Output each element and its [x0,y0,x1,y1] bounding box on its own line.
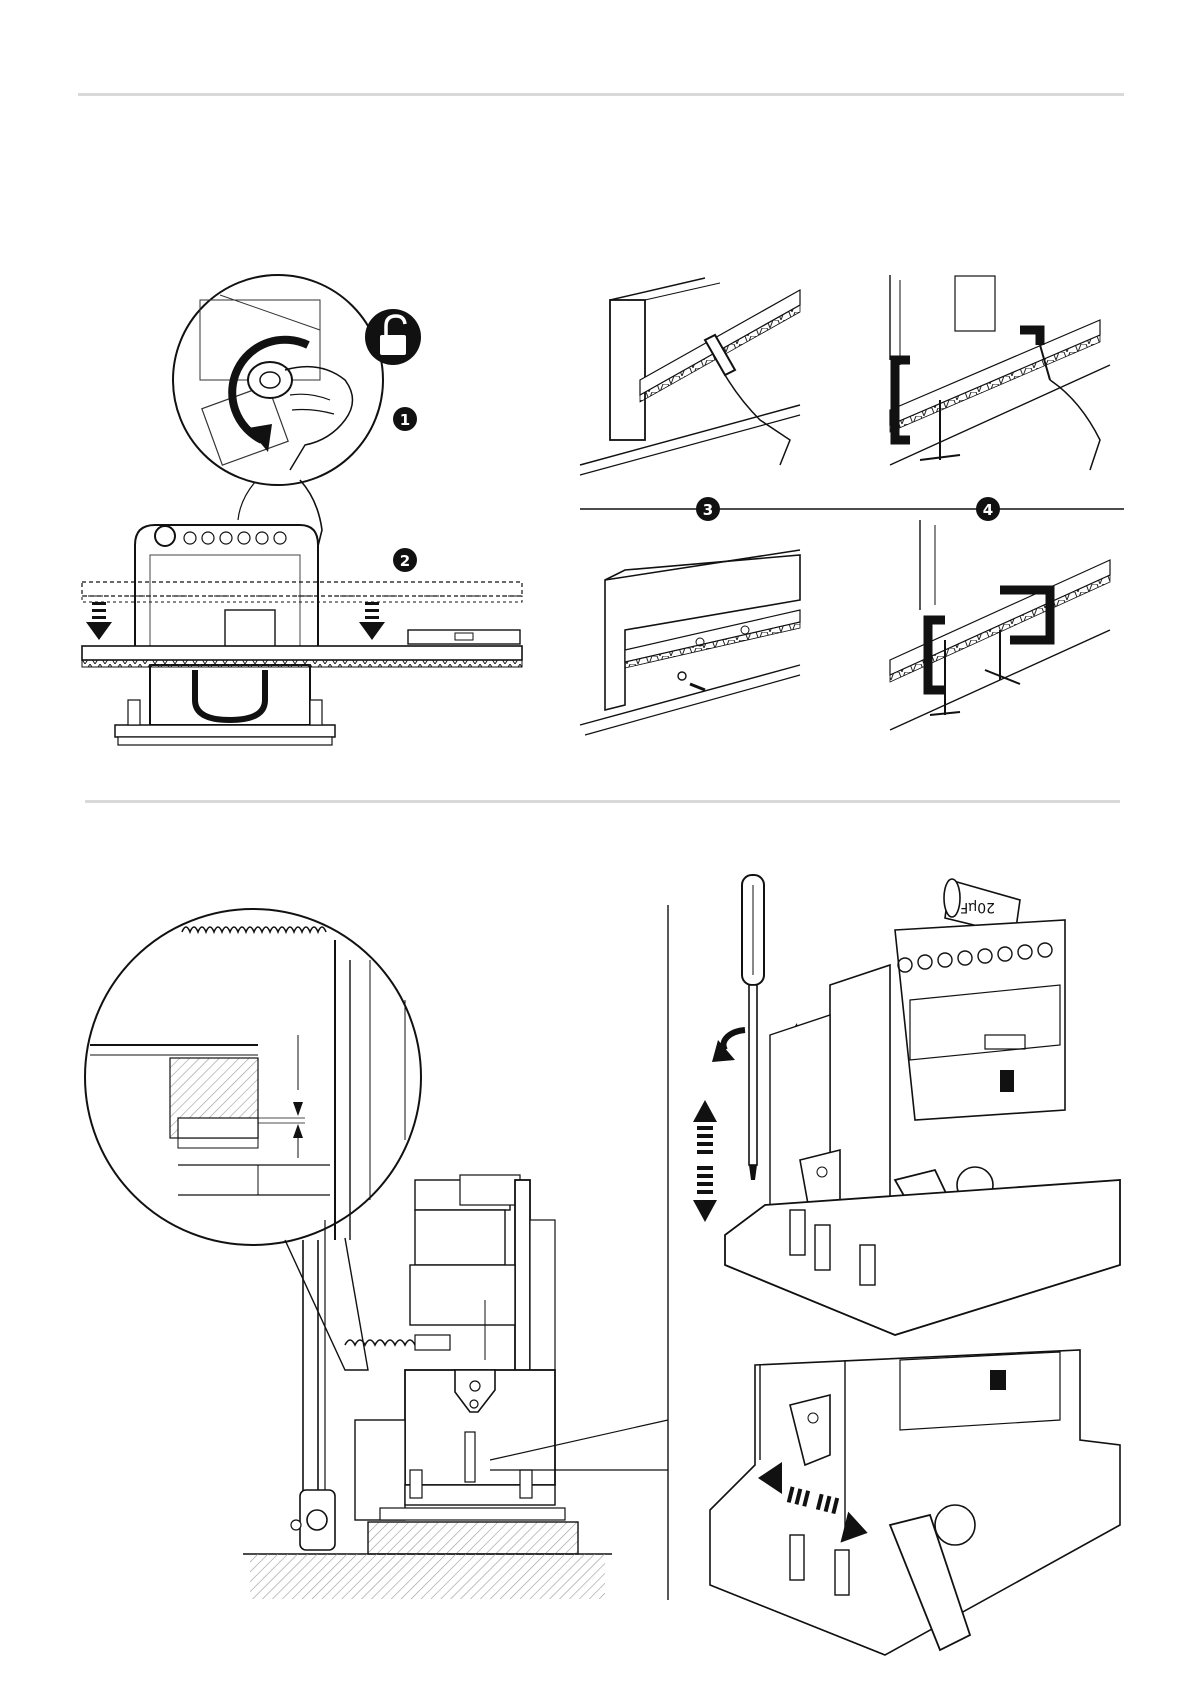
step-badge-2: 2 [393,548,417,572]
gate-post-side [291,1220,335,1550]
foundation-ground [243,1522,612,1599]
unlock-padlock-icon [365,309,421,365]
step-badge-4: 4 [976,497,1000,521]
detail-magnifier-release [173,275,383,546]
motor-side-view [345,1175,565,1520]
svg-text:1: 1 [400,411,410,429]
vertical-double-arrow-icon [693,1100,717,1222]
panel-rack-clearance [85,905,668,1600]
svg-text:2: 2 [400,552,410,570]
scene-4-top [890,275,1110,470]
motor-isometric: 20µF [725,879,1120,1335]
svg-text:4: 4 [983,501,993,519]
svg-text:20µF: 20µF [960,899,995,915]
panel-rack-fixing: 3 4 [580,275,1124,735]
step-badge-3: 3 [696,497,720,521]
svg-text:3: 3 [703,501,713,519]
screwdriver [742,875,764,1180]
spirit-level [408,630,520,644]
rack-solid-final [82,646,522,667]
panel-limit-adjust: 20µF [693,875,1120,1655]
scene-4-bottom [890,520,1110,730]
scene-3-top [580,278,800,475]
motor-front-view [115,525,335,745]
step-badge-1: 1 [393,407,417,431]
panel-release-and-rack: 1 2 [82,275,522,745]
limit-switch-detail [710,1350,1120,1655]
scene-3-bottom [580,550,800,735]
detail-magnifier-clearance [85,909,421,1245]
